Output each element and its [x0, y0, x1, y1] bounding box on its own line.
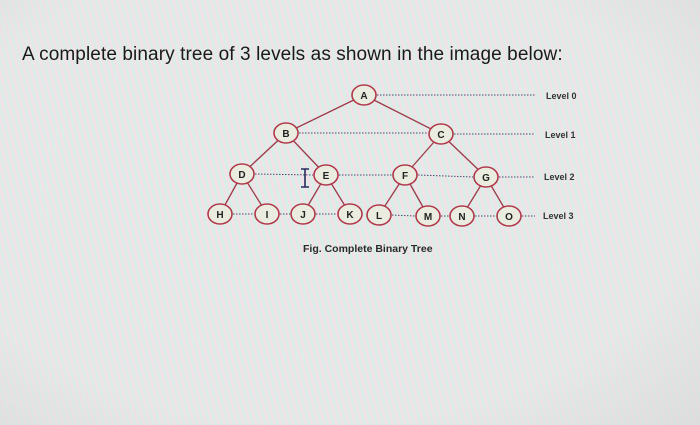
level-2-label: Level 2: [544, 172, 575, 182]
svg-text:D: D: [238, 170, 245, 181]
svg-text:E: E: [323, 171, 330, 182]
svg-text:C: C: [437, 130, 444, 141]
tree-node-N: N: [449, 205, 475, 227]
level-3-label: Level 3: [543, 211, 574, 221]
tree-node-B: B: [273, 122, 299, 144]
svg-text:K: K: [346, 210, 354, 221]
tree-node-F: F: [392, 164, 418, 186]
tree-node-A: A: [351, 84, 377, 106]
level-0-label: Level 0: [546, 91, 577, 101]
svg-text:A: A: [360, 91, 367, 102]
level-guide-lines: [233, 94, 535, 217]
tree-node-M: M: [415, 205, 441, 227]
svg-text:B: B: [282, 129, 289, 140]
tree-node-I: I: [254, 203, 280, 225]
svg-text:O: O: [505, 212, 513, 223]
tree-node-H: H: [207, 203, 233, 225]
question-text: A complete binary tree of 3 levels as sh…: [22, 44, 563, 65]
tree-node-C: C: [428, 123, 454, 145]
tree-node-D: D: [229, 163, 255, 185]
tree-node-L: L: [366, 204, 392, 226]
tree-node-J: J: [290, 203, 316, 225]
tree-edges: [219, 94, 510, 217]
tree-node-E: E: [313, 164, 339, 186]
svg-text:G: G: [482, 173, 490, 184]
svg-text:F: F: [402, 171, 408, 182]
svg-text:M: M: [424, 212, 432, 223]
svg-text:I: I: [266, 210, 269, 221]
svg-text:N: N: [458, 212, 465, 223]
tree-node-K: K: [337, 203, 363, 225]
tree-node-G: G: [473, 166, 499, 188]
svg-text:L: L: [376, 211, 382, 222]
figure-caption: Fig. Complete Binary Tree: [303, 243, 433, 255]
svg-text:J: J: [300, 210, 306, 221]
svg-text:H: H: [216, 210, 223, 221]
text-cursor-icon: [301, 168, 309, 188]
tree-node-O: O: [496, 205, 522, 227]
level-1-label: Level 1: [545, 130, 576, 140]
